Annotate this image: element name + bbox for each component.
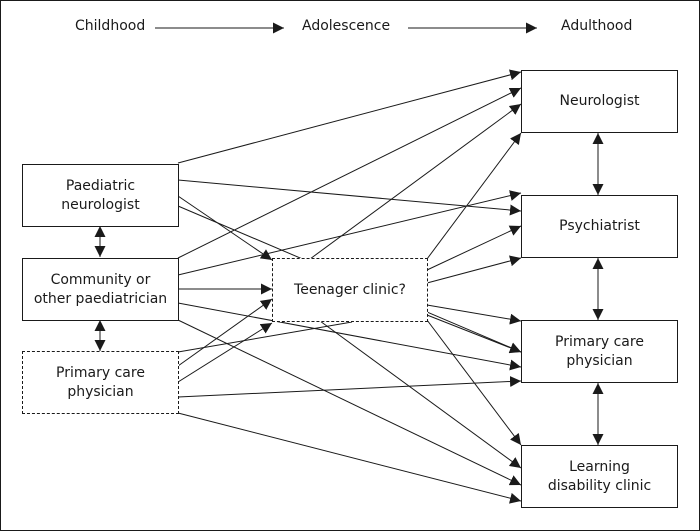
arrow-primary-to-adult-primary [177, 376, 522, 398]
teenager-clinic-label: Teenager clinic? [294, 281, 406, 298]
community-paediatrician-box: Community or other paediatrician [22, 258, 179, 321]
adult-primary-care-label-line2: physician [566, 352, 633, 369]
stage-label-adulthood: Adulthood [561, 18, 633, 34]
arrow-paed-neuro-to-neurologist [177, 69, 522, 164]
arrow-primary-to-teen-clinic-1 [177, 298, 273, 367]
arrow-community-to-adult-primary [177, 302, 522, 371]
arrow-primary-to-teen-clinic-2 [177, 322, 273, 383]
neurologist-label: Neurologist [559, 93, 640, 109]
arrow-teen-clinic-to-psychiatrist-1 [426, 225, 522, 271]
learning-disability-label-line2: disability clinic [547, 477, 652, 494]
arrow-teen-clinic-to-adult-primary-2 [426, 314, 522, 354]
arrow-community-to-ld-clinic [177, 319, 522, 486]
arrow-teen-clinic-to-ld-clinic-2 [319, 320, 522, 469]
stage-label-adolescence: Adolescence [302, 18, 391, 34]
psychiatrist-label: Psychiatrist [559, 218, 640, 234]
arrow-teen-clinic-to-neurologist-1 [309, 103, 522, 260]
community-paediatrician-label-line2: other paediatrician [33, 290, 168, 307]
arrow-teen-clinic-to-adult-primary-1 [426, 304, 522, 325]
community-paediatrician-label-line1: Community or [50, 271, 151, 288]
arrow-primary-to-ld-clinic [177, 412, 522, 504]
paediatric-neurologist-label-line2: neurologist [61, 196, 140, 213]
adult-primary-care-label-line1: Primary care [555, 333, 644, 350]
arrow-community-to-neurologist [177, 87, 522, 259]
stage-label-childhood: Childhood [75, 18, 146, 34]
arrow-teen-clinic-to-psychiatrist-2 [426, 255, 522, 284]
line-primary-towards-teen-clinic-bottom [177, 321, 353, 353]
neurologist-box: Neurologist [521, 70, 678, 133]
adult-primary-care-box: Primary care physician [521, 320, 678, 383]
learning-disability-clinic-box: Learning disability clinic [521, 445, 678, 508]
teenager-clinic-box: Teenager clinic? [272, 258, 428, 322]
arrow-teen-clinic-to-neurologist-2 [426, 132, 522, 260]
arrow-paed-neuro-to-psychiatrist [177, 179, 522, 216]
arrow-paed-neuro-to-teen-clinic [177, 195, 273, 261]
psychiatrist-box: Psychiatrist [521, 195, 678, 258]
arrow-teen-clinic-to-ld-clinic-1 [426, 319, 522, 446]
arrow-community-to-psychiatrist [177, 190, 522, 276]
childhood-primary-care-label-line2: physician [67, 383, 134, 400]
childhood-primary-care-box: Primary care physician [22, 351, 179, 414]
paediatric-neurologist-box: Paediatric neurologist [22, 164, 179, 227]
childhood-primary-care-label-line1: Primary care [56, 364, 145, 381]
paediatric-neurologist-label-line1: Paediatric [65, 177, 136, 194]
learning-disability-label-line1: Learning [569, 458, 630, 475]
